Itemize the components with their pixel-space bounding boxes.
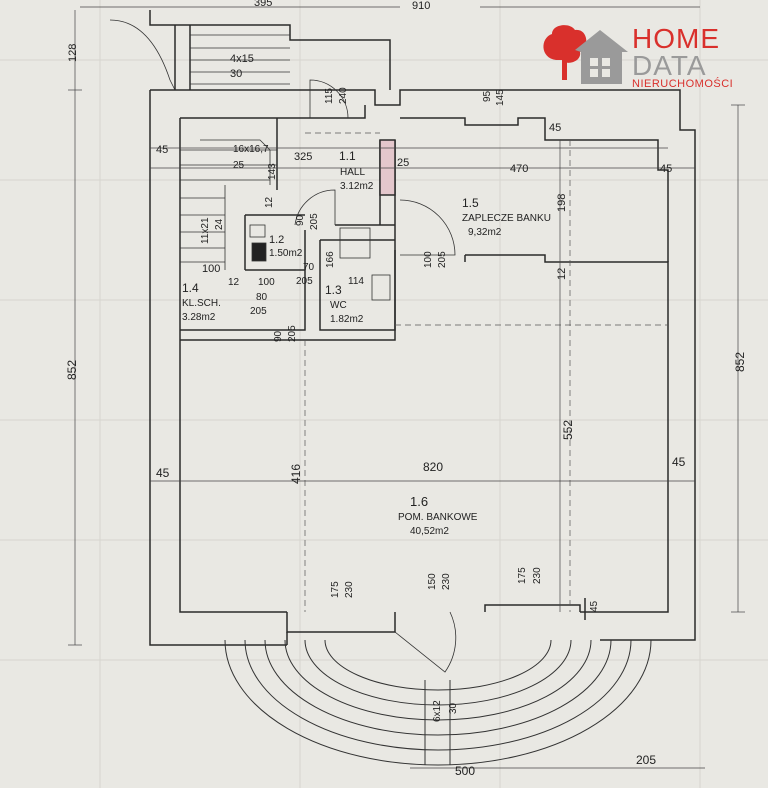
room-1-6-area: 40,52m2: [410, 526, 449, 537]
stair-labels: 4x15 30 16x16,7 25 11x21 24 6x12 30: [200, 53, 459, 722]
dim-90-b: 90: [273, 330, 284, 342]
dim-70: 70: [303, 262, 315, 273]
dim-12-b: 12: [556, 268, 568, 280]
dim-143: 143: [267, 163, 278, 180]
stair-front-count: 6x12: [432, 700, 443, 722]
dim-114: 114: [348, 276, 364, 287]
dim-100-b: 100: [202, 263, 220, 275]
home-data-logo: HOME DATA NIERUCHOMOŚCI: [543, 23, 733, 90]
dim-12-a: 12: [264, 196, 275, 208]
logo-word-home: HOME: [632, 23, 720, 54]
dim-500: 500: [455, 764, 475, 778]
dim-230-b: 230: [441, 573, 452, 590]
dim-45-f: 45: [589, 600, 600, 612]
dimension-lines: [68, 6, 745, 769]
stair-side-count: 11x21: [200, 217, 211, 244]
room-1-4-area: 3.28m2: [182, 312, 216, 323]
dim-45-c: 45: [660, 163, 672, 175]
stair-top-count: 4x15: [230, 53, 254, 65]
dim-80: 80: [256, 292, 268, 303]
room-1-1-name: HALL: [340, 167, 365, 178]
door-swings: [294, 79, 457, 673]
dim-416: 416: [289, 464, 303, 484]
room-1-3-number: 1.3: [325, 283, 342, 297]
dim-395: 395: [254, 0, 272, 9]
room-1-2-number: 1.2: [269, 234, 284, 246]
dim-205-bottom: 205: [636, 753, 656, 767]
dim-205-e: 205: [287, 325, 298, 342]
dim-45-e: 45: [672, 455, 686, 469]
dim-198: 198: [556, 194, 568, 212]
dim-145: 145: [495, 89, 506, 106]
stairs-inner: [180, 139, 277, 270]
room-1-6-number: 1.6: [410, 494, 428, 509]
house-icon: [575, 30, 628, 84]
dim-175-b: 175: [517, 567, 528, 584]
dim-240: 240: [338, 87, 349, 104]
dim-175-a: 175: [330, 581, 341, 598]
dim-25: 25: [397, 157, 409, 169]
dim-150: 150: [427, 573, 438, 590]
dim-100-c: 100: [258, 277, 275, 288]
room-labels: 1.1 HALL 3.12m2 1.2 1.50m2 1.3 WC 1.82m2…: [182, 149, 551, 537]
dim-45-d: 45: [156, 466, 170, 480]
stair-front-tread: 30: [448, 702, 459, 714]
beam-lines: [304, 132, 668, 612]
dim-45-b: 45: [549, 122, 561, 134]
tree-icon: [543, 25, 587, 63]
dim-230-a: 230: [344, 581, 355, 598]
room-1-6-name: POM. BANKOWE: [398, 512, 478, 523]
room-1-3-name: WC: [330, 300, 347, 311]
room-1-4-number: 1.4: [182, 281, 199, 295]
dim-128: 128: [67, 44, 79, 62]
walls: [149, 10, 696, 646]
dim-90: 90: [295, 214, 306, 226]
dim-12-c: 12: [228, 277, 240, 288]
dim-552: 552: [561, 420, 575, 440]
dim-166: 166: [325, 251, 336, 268]
stair-mid-tread: 25: [233, 160, 245, 171]
dim-205-a: 205: [309, 213, 320, 230]
dimension-labels: 395 910 128 852 852 205 500 45 325 143 1…: [65, 0, 747, 778]
room-1-5-number: 1.5: [462, 196, 479, 210]
stairs-top: [109, 19, 290, 91]
dim-left-852: 852: [65, 360, 79, 380]
dim-205-b: 205: [296, 276, 313, 287]
dim-325: 325: [294, 151, 312, 163]
dim-205-c: 205: [437, 251, 448, 268]
room-1-1-area: 3.12m2: [340, 181, 374, 192]
dim-right-852: 852: [733, 352, 747, 372]
dim-205-d: 205: [250, 306, 267, 317]
room-1-1-number: 1.1: [339, 149, 356, 163]
dim-470: 470: [510, 163, 528, 175]
dim-910: 910: [412, 0, 430, 12]
logo-word-data: DATA: [632, 50, 707, 81]
room-1-4-name: KL.SCH.: [182, 298, 221, 309]
room-1-5-area: 9,32m2: [468, 227, 502, 238]
room-1-5-name: ZAPLECZE BANKU: [462, 213, 551, 224]
fixtures: [249, 224, 391, 301]
room-1-2-area: 1.50m2: [269, 248, 303, 259]
dim-100-a: 100: [423, 251, 434, 268]
dim-820: 820: [423, 460, 443, 474]
logo-subtitle: NIERUCHOMOŚCI: [632, 77, 733, 90]
dim-115: 115: [324, 88, 335, 104]
room-1-3-area: 1.82m2: [330, 314, 364, 325]
stair-top-tread: 30: [230, 68, 242, 80]
dim-45-a: 45: [156, 144, 168, 156]
dim-230-c: 230: [532, 567, 543, 584]
stair-mid-count: 16x16,7: [233, 144, 269, 155]
dim-95: 95: [482, 90, 493, 102]
front-steps: [224, 639, 652, 766]
stair-side-tread: 24: [214, 218, 225, 230]
